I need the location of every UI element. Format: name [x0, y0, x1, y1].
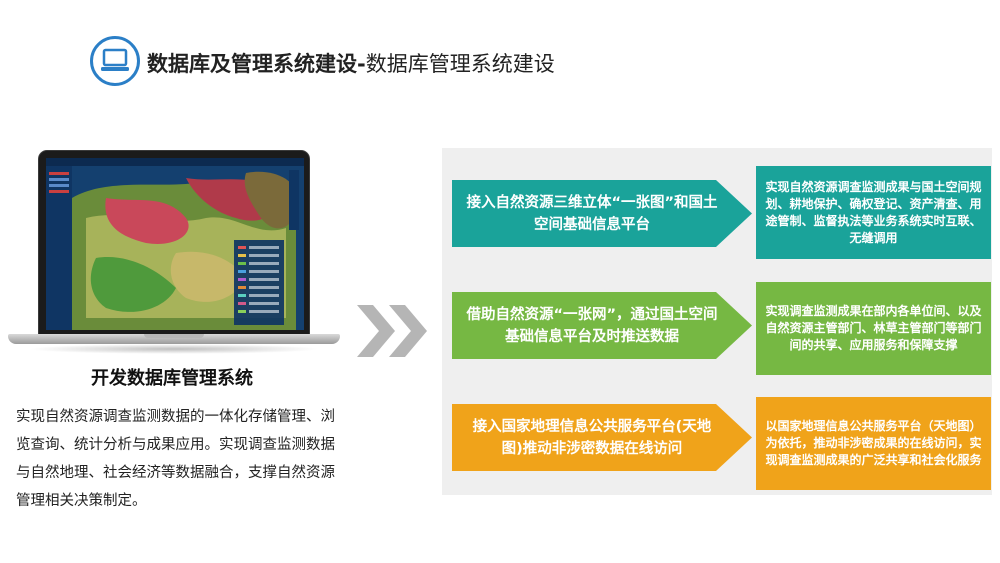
page-title: 数据库及管理系统建设-数据库管理系统建设 [147, 48, 555, 78]
laptop-icon [90, 36, 140, 86]
system-subtitle: 开发数据库管理系统 [91, 368, 253, 389]
integration-step-2-text: 借助自然资源“一张网”，通过国土空间基础信息平台及时推送数据 [466, 306, 718, 345]
integration-result-3-text: 以国家地理信息公共服务平台（天地图）为依托，推动非涉密成果的在线访问，实现调查监… [765, 419, 982, 467]
integration-panel: 接入自然资源三维立体“一张图”和国土空间基础信息平台 实现自然资源调查监测成果与… [442, 148, 992, 495]
integration-step-3-text: 接入国家地理信息公共服务平台(天地图)推动非涉密数据在线访问 [472, 418, 712, 457]
laptop-base [8, 334, 340, 344]
laptop-notch [144, 334, 204, 338]
integration-result-1-text: 实现自然资源调查监测成果与国土空间规划、耕地保护、确权登记、资产清查、用途管制、… [765, 179, 982, 245]
integration-result-3: 以国家地理信息公共服务平台（天地图）为依托，推动非涉密成果的在线访问，实现调查监… [756, 397, 991, 490]
double-chevron-right-icon [355, 303, 435, 359]
integration-step-1-text: 接入自然资源三维立体“一张图”和国土空间基础信息平台 [466, 194, 718, 233]
page-title-sub: 数据库管理系统建设 [365, 52, 555, 76]
integration-step-1: 接入自然资源三维立体“一张图”和国土空间基础信息平台 [452, 180, 752, 247]
integration-step-2: 借助自然资源“一张网”，通过国土空间基础信息平台及时推送数据 [452, 292, 752, 359]
integration-result-2-text: 实现调查监测成果在部内各单位间、以及自然资源主管部门、林草主管部门等部门间的共享… [765, 304, 982, 352]
laptop-illustration [8, 150, 340, 355]
system-description: 实现自然资源调查监测数据的一体化存储管理、浏览查询、统计分析与成果应用。实现调查… [16, 409, 335, 509]
laptop-shadow [28, 344, 320, 354]
map-screenshot [46, 158, 304, 330]
integration-result-1: 实现自然资源调查监测成果与国土空间规划、耕地保护、确权登记、资产清查、用途管制、… [756, 166, 991, 259]
integration-result-2: 实现调查监测成果在部内各单位间、以及自然资源主管部门、林草主管部门等部门间的共享… [756, 282, 991, 375]
integration-step-3: 接入国家地理信息公共服务平台(天地图)推动非涉密数据在线访问 [452, 404, 752, 471]
page-title-main: 数据库及管理系统建设- [147, 52, 366, 76]
laptop-screen-frame [38, 150, 310, 335]
